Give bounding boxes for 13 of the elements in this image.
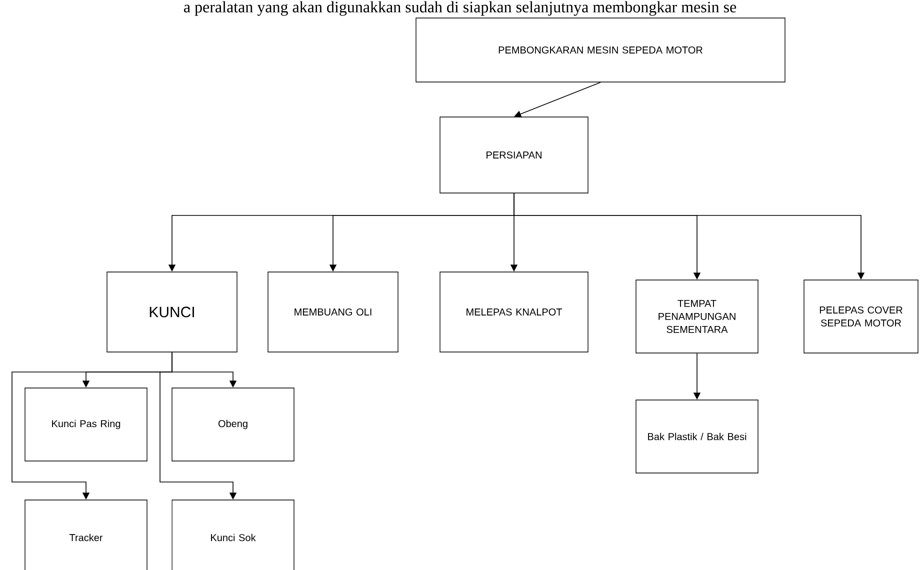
process-box: KUNCI	[106, 272, 238, 352]
process-box: TEMPAT PENAMPUNGAN SEMENTARA	[636, 280, 758, 354]
process-box: Bak Plastik / Bak Besi	[636, 400, 758, 474]
process-box: MEMBUANG OLI	[268, 272, 398, 352]
process-box: PEMBONGKARAN MESIN SEPEDA MOTOR	[416, 18, 786, 82]
process-box: Obeng	[172, 388, 294, 462]
process-box: PELEPAS COVER SEPEDA MOTOR	[804, 280, 918, 354]
process-box: Kunci Pas Ring	[24, 388, 148, 462]
process-box: MELEPAS KNALPOT	[440, 272, 588, 352]
process-box: Tracker	[24, 500, 148, 570]
process-box: PERSIAPAN	[440, 116, 588, 194]
arrow	[514, 82, 601, 118]
process-box: Kunci Sok	[172, 500, 294, 570]
